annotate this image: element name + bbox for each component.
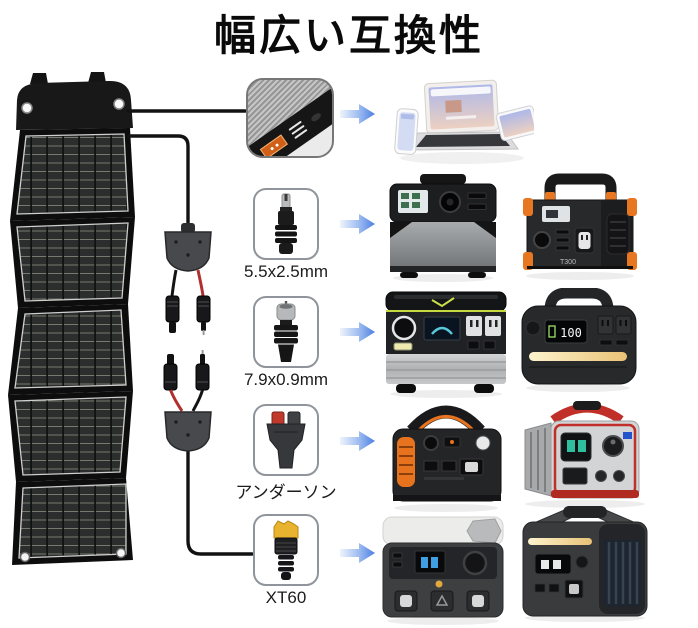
power-station-silver-image <box>385 291 507 398</box>
anderson-card <box>253 404 319 476</box>
button <box>393 342 413 351</box>
breaker <box>430 590 454 612</box>
mc4-connector-1 <box>165 295 180 333</box>
grommet-top-right <box>113 98 125 110</box>
laptop-screen <box>423 79 500 135</box>
carry-handle <box>407 405 485 436</box>
grommet-top-left <box>21 102 33 114</box>
anderson-label: アンダーソン <box>235 483 337 502</box>
cable-to-splitter <box>127 134 190 227</box>
mc4-wire-black-2 <box>191 389 204 412</box>
arrow-row3 <box>340 322 375 342</box>
dc55-card <box>253 188 319 260</box>
dial <box>602 435 624 457</box>
power-station-gray-image <box>389 174 497 282</box>
led-light-bar <box>528 538 592 545</box>
power-station-black-orange-image <box>392 405 502 512</box>
anderson-plug-icon <box>266 411 306 469</box>
button <box>575 555 589 569</box>
panel-header <box>16 80 133 130</box>
side-vent <box>397 437 415 487</box>
panel-output-cables <box>126 109 254 556</box>
mc4-wire-black-1 <box>170 269 178 297</box>
usb-port <box>623 432 632 439</box>
body <box>390 222 496 270</box>
arrow-row5 <box>340 543 375 563</box>
xt60-label: XT60 <box>265 588 307 607</box>
usb-output-card <box>246 78 334 158</box>
dc-socket <box>391 315 417 341</box>
dc55-label: 5.5x2.5mm <box>243 262 329 281</box>
vent-slots-icon <box>288 120 308 140</box>
battery-percto: 100 <box>560 326 582 340</box>
top-lid <box>385 291 507 312</box>
mc4-connector-3 <box>163 354 178 391</box>
y-adapter-bottom <box>164 411 212 452</box>
dc79-label: 7.9x0.9mm <box>243 370 329 389</box>
laptop-base <box>407 131 519 151</box>
power-station-led-image: 100 <box>521 288 637 392</box>
mc4-wire-red-2 <box>169 389 184 412</box>
display <box>414 550 446 574</box>
page-title: 幅広い互換性 <box>213 11 484 60</box>
usb-port-1 <box>467 192 487 199</box>
panel-hanging-tabs <box>30 72 106 84</box>
mc4-connector-4 <box>195 350 210 391</box>
dc-socket <box>533 231 551 249</box>
arrow-row4 <box>340 431 375 451</box>
power-station-two-tone-image <box>382 516 504 625</box>
usb-port-2 <box>467 203 487 210</box>
indicator-light <box>435 580 443 588</box>
aluminum-body <box>386 354 506 384</box>
power-station-orange-image: T300 <box>523 173 637 280</box>
side-vent <box>606 213 630 255</box>
carry-handle <box>420 174 466 184</box>
grommet-bottom-left <box>19 551 31 563</box>
carry-handle <box>544 173 617 200</box>
display <box>560 432 592 462</box>
laptop-tablet-phone-image <box>394 79 534 164</box>
handle-bar <box>563 506 607 518</box>
led-light-bar <box>529 352 627 361</box>
y-adapter-top <box>164 223 212 272</box>
arrow-row1 <box>340 104 375 124</box>
mc4-connector-2 <box>196 295 211 335</box>
usb-port-icon <box>259 134 288 156</box>
grommet-bottom-right <box>115 547 127 559</box>
button-1 <box>595 470 607 482</box>
ac-outlet <box>562 467 588 485</box>
dc-socket <box>423 435 439 451</box>
smartphone <box>394 108 419 155</box>
power-station-dark-image <box>522 506 648 622</box>
dc-7909-plug-icon <box>274 301 298 362</box>
cable-to-xt60 <box>186 449 254 556</box>
ac-outlet-1 <box>466 316 482 336</box>
tablet <box>495 105 534 142</box>
ac-outlet-2 <box>615 315 632 335</box>
button-icon <box>309 111 323 123</box>
power-station-red-image <box>524 401 645 508</box>
xt60-plug-icon <box>273 520 299 580</box>
hex-vent <box>466 518 502 544</box>
arrow-row2 <box>340 214 375 234</box>
usb-ports <box>423 460 439 472</box>
panel-segments <box>8 128 135 565</box>
dial <box>462 550 488 576</box>
t300-label: T300 <box>560 259 576 266</box>
dc-5525-plug-icon <box>275 193 297 254</box>
dc79-card <box>253 296 319 368</box>
light-button <box>525 320 541 336</box>
ac-outlet-2 <box>485 316 501 336</box>
xt60-card <box>253 514 319 586</box>
carry-handle <box>544 288 614 311</box>
solar-panel-image <box>8 72 135 565</box>
mc4-wire-red-1 <box>196 269 205 297</box>
button-2 <box>613 470 625 482</box>
ac-outlet-1 <box>597 315 614 335</box>
lamp <box>475 435 491 451</box>
